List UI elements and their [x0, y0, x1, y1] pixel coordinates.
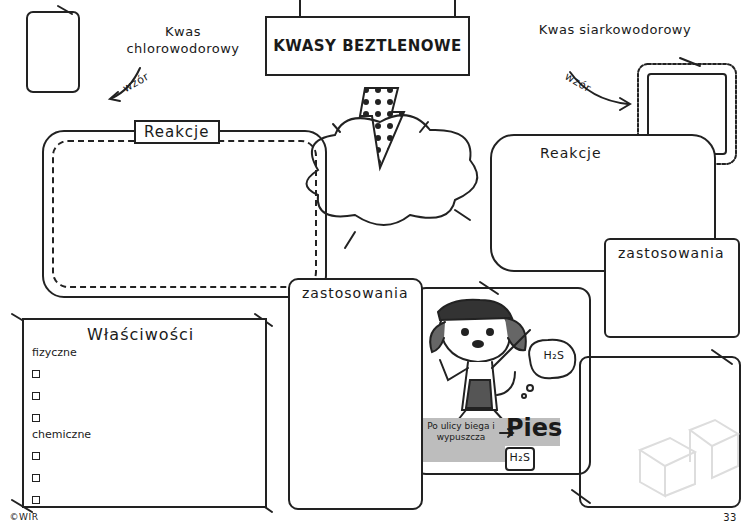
checkbox: [32, 496, 40, 504]
node-text: zastosowania: [294, 284, 417, 302]
label-text: Kwas chlorowodorowy: [108, 24, 258, 58]
node-text: chemiczne: [32, 428, 91, 441]
label-text: ©WIR: [4, 512, 44, 522]
topic-box: zastosowania: [604, 238, 740, 338]
checkbox: [32, 452, 40, 460]
label-text: wzór: [557, 67, 598, 98]
node-text: Reakcje: [134, 120, 220, 144]
topic-box: zastosowania: [288, 278, 423, 510]
dashed-inner-outline: [52, 140, 317, 288]
title-box: KWASY BEZTLENOWE: [265, 16, 470, 76]
node-text: Właściwości: [79, 324, 202, 345]
label-text: Kwas siarkowodorowy: [520, 22, 710, 39]
label-text: H₂S: [534, 349, 574, 362]
topic-box: Reakcje: [42, 130, 327, 298]
checkbox: [32, 392, 40, 400]
caption-band: Po ulicy biega i wypuszczaPies: [418, 418, 568, 468]
node-text: Reakcje: [532, 144, 610, 162]
node-text: zastosowania: [610, 244, 733, 262]
checkbox: [32, 414, 40, 422]
checkbox: [32, 370, 40, 378]
label-text: H₂S: [506, 451, 534, 464]
label-text: 33: [716, 512, 744, 523]
node-text: Po ulicy biega i wypuszcza: [422, 421, 500, 444]
node-text: Pies: [506, 414, 562, 442]
node-text: fizyczne: [32, 346, 77, 359]
checkbox: [32, 474, 40, 482]
label-text: wzór: [115, 67, 156, 98]
topic-box: Właściwościfizyczne chemiczne: [22, 318, 267, 508]
